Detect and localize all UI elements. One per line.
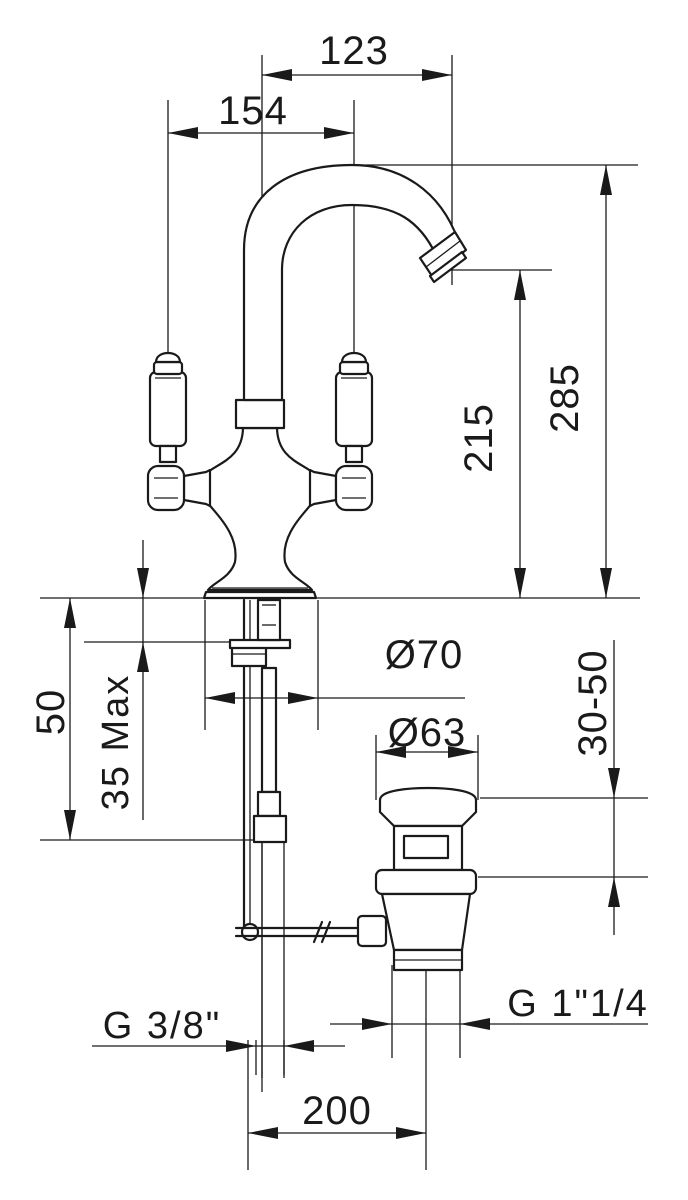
- label-waste-flange-diameter: Ø63: [388, 711, 467, 755]
- base-plate: [202, 590, 318, 600]
- dimension-lines: [64, 69, 648, 1139]
- label-total-height: 285: [543, 363, 587, 433]
- left-arm: [182, 468, 212, 508]
- pop-up-waste: [356, 786, 478, 972]
- right-arm: [308, 468, 338, 508]
- dimension-labels: 123 154 285 215 50 35 Max Ø70 Ø63 30-50 …: [29, 29, 649, 1133]
- pull-rod-knob: [240, 922, 260, 942]
- waste-flange: [378, 786, 478, 828]
- spout-collar: [234, 398, 286, 430]
- label-handle-spacing: 154: [218, 89, 288, 133]
- label-pull-rod-distance: 200: [302, 1089, 372, 1133]
- left-handle: [146, 351, 188, 512]
- label-spout-reach: 123: [319, 29, 389, 73]
- label-waste-adjust: 30-50: [571, 649, 615, 756]
- waste-body: [374, 868, 478, 896]
- label-waste-thread: G 1"1/4: [507, 983, 649, 1025]
- label-deck-thickness: 50: [29, 689, 73, 736]
- flexible-hose: [256, 598, 282, 642]
- label-max-deck: 35 Max: [95, 674, 137, 811]
- under-deck-assembly: [228, 598, 364, 1078]
- label-spout-height: 215: [457, 403, 501, 473]
- right-handle: [334, 351, 374, 512]
- valve-body: [196, 426, 324, 592]
- label-base-diameter: Ø70: [385, 633, 464, 677]
- label-supply-thread: G 3/8": [103, 1005, 221, 1047]
- faucet-body: [182, 163, 468, 600]
